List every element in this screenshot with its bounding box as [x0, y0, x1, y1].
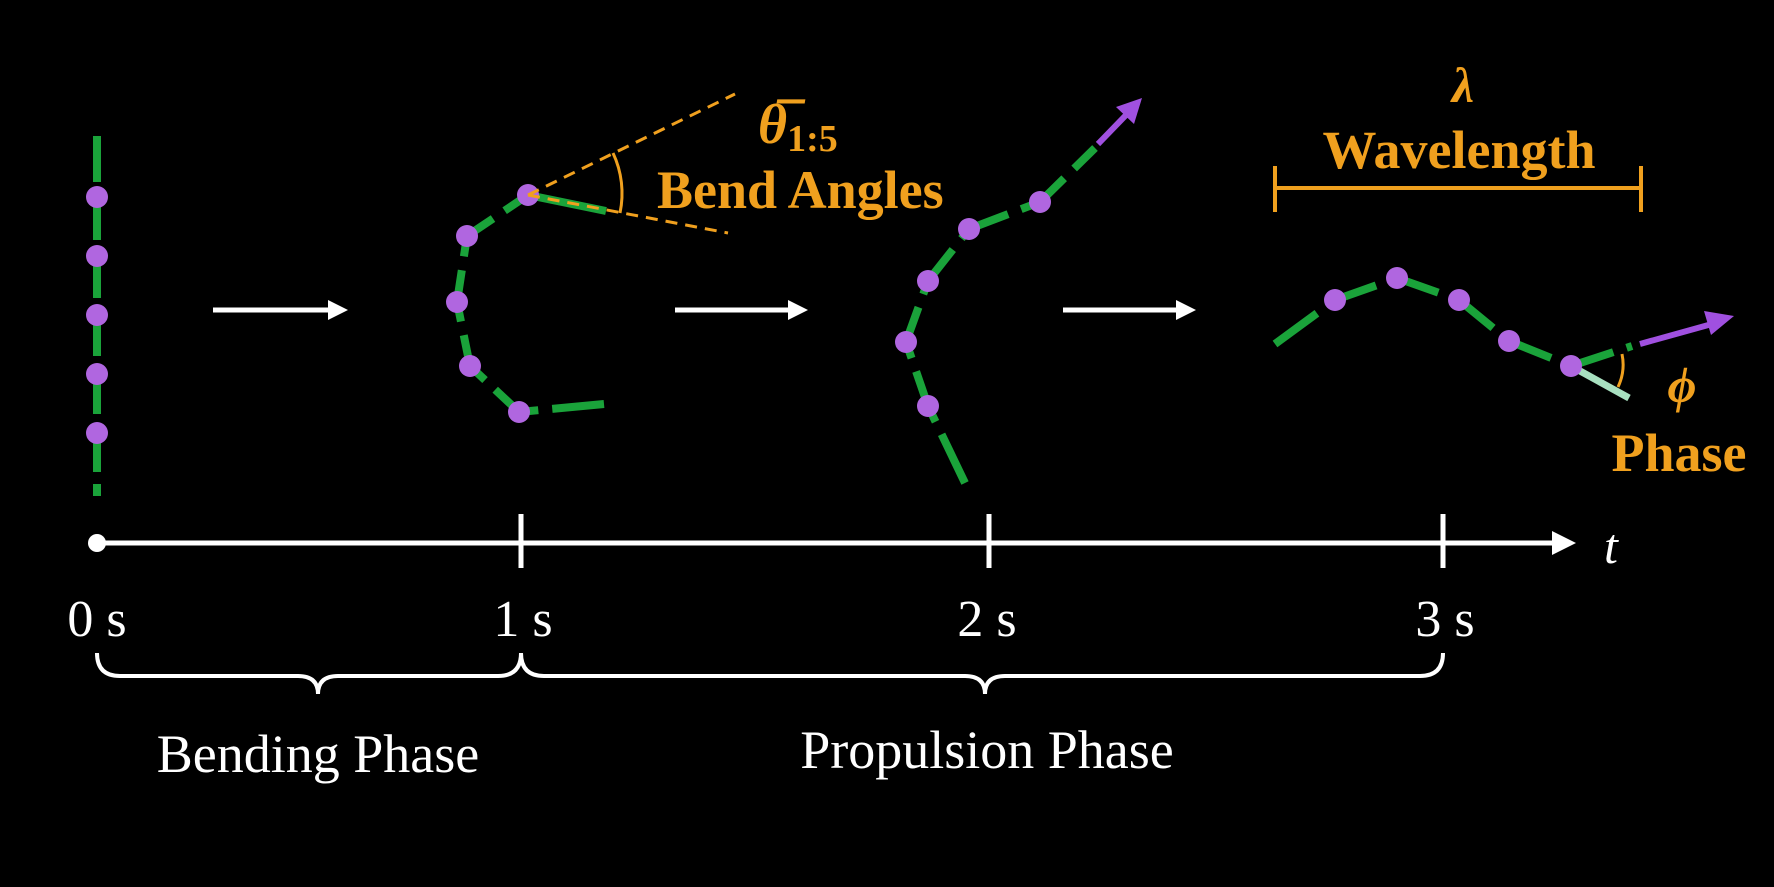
- joint-marker: [86, 304, 108, 326]
- transition-arrow-1: [213, 300, 348, 320]
- bending-phase-brace: Bending Phase: [95, 652, 523, 784]
- joint-marker: [1386, 267, 1408, 289]
- propulsion-phase-label: Propulsion Phase: [800, 720, 1174, 780]
- joint-marker: [459, 355, 481, 377]
- tick-labels: 0 s 1 s 2 s 3 s: [67, 591, 1474, 648]
- joint-marker: [86, 363, 108, 385]
- robot-pose-1s: [446, 184, 607, 423]
- joint-marker: [86, 422, 108, 444]
- phase-indicator: ϕ Phase: [1612, 353, 1747, 483]
- joint-marker: [1324, 289, 1346, 311]
- joint-marker: [917, 395, 939, 417]
- heading-arrow: [1095, 98, 1142, 147]
- time-axis: t: [88, 514, 1619, 574]
- wavelength-label: Wavelength: [1322, 120, 1595, 180]
- joint-marker: [1498, 330, 1520, 352]
- bend-angle-indicator: [527, 92, 736, 235]
- joint-marker: [86, 245, 108, 267]
- tick-label: 0 s: [67, 591, 126, 648]
- joint-marker: [508, 401, 530, 423]
- wavelength-symbol: λ: [1450, 57, 1474, 113]
- phase-symbol: ϕ: [1668, 357, 1697, 413]
- axis-label-t: t: [1604, 518, 1619, 574]
- joint-marker: [446, 291, 468, 313]
- joint-marker: [895, 331, 917, 353]
- joint-marker: [958, 218, 980, 240]
- tick-label: 1 s: [493, 591, 552, 648]
- wavelength-indicator: λ Wavelength: [1273, 57, 1643, 212]
- tick-label: 3 s: [1415, 591, 1474, 648]
- robot-pose-0s: [86, 136, 108, 496]
- propulsion-phase-brace: Propulsion Phase: [519, 652, 1445, 780]
- joint-marker: [456, 225, 478, 247]
- joint-marker: [917, 270, 939, 292]
- tick-label: 2 s: [957, 591, 1016, 648]
- bending-phase-label: Bending Phase: [157, 724, 479, 784]
- robot-pose-2s: [895, 98, 1142, 485]
- bend-angles-text: Bend Angles: [657, 160, 944, 220]
- transition-arrow-2: [675, 300, 808, 320]
- joint-marker: [86, 186, 108, 208]
- joint-marker: [1029, 191, 1051, 213]
- phase-label: Phase: [1612, 423, 1747, 483]
- bend-angle-subscript: 1:5: [787, 118, 838, 160]
- heading-arrow: [1639, 311, 1734, 347]
- robot-pose-3s: [1272, 267, 1734, 402]
- svg-text:θ̅1:5: θ̅1:5: [758, 94, 838, 160]
- joint-marker: [1560, 355, 1582, 377]
- joint-marker: [1448, 289, 1470, 311]
- transition-arrow-3: [1063, 300, 1196, 320]
- bend-angles-label: θ̅1:5 Bend Angles: [657, 94, 944, 220]
